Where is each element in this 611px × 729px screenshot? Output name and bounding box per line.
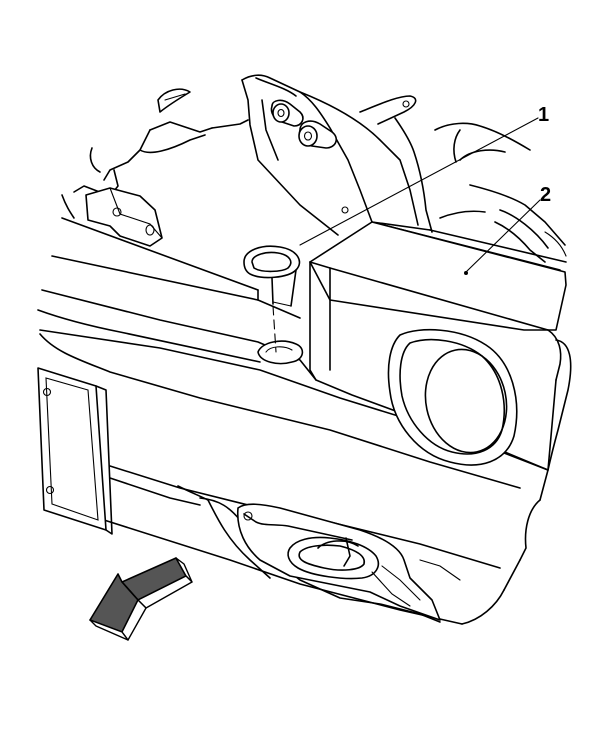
- install-path-line: [272, 305, 277, 353]
- bushing-pair: [270, 99, 410, 214]
- forward-arrow-icon: [89, 557, 193, 641]
- round-lamp-opening: [387, 328, 518, 466]
- left-mount-bracket: [85, 187, 163, 247]
- upper-frame-structure: [241, 74, 567, 263]
- callout-2: 2: [464, 184, 551, 275]
- callout-1-label: 1: [538, 104, 549, 126]
- callout-2-label: 2: [540, 184, 551, 206]
- hole-seal-plug: [243, 245, 301, 307]
- callout-2-anchor-dot: [464, 271, 468, 275]
- callout-1: 1: [299, 104, 549, 246]
- lower-hitch-assembly: [177, 485, 461, 623]
- plug-hole: [257, 340, 304, 365]
- license-plate-recess: [37, 367, 113, 535]
